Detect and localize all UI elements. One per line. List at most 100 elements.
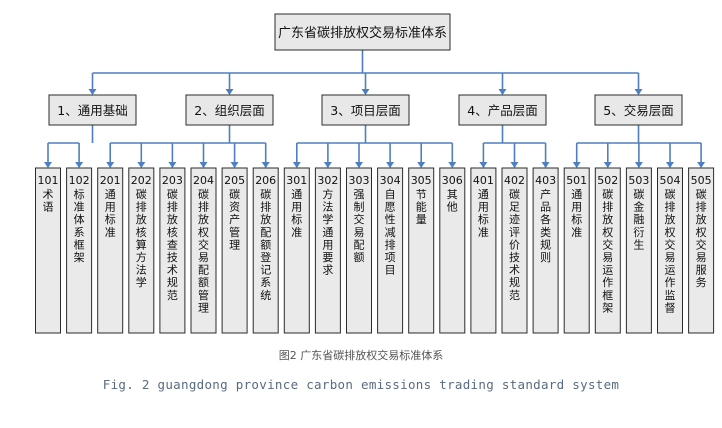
leaf-code: 301 [286,174,307,187]
leaf-arrow [634,162,643,168]
leaf-label: 节能量 [416,188,427,226]
leaf-label: 通用标准 [291,188,302,239]
leaf-label: 强制交易配额 [354,188,365,264]
leaf-arrow [572,162,581,168]
caption-english: Fig. 2 guangdong province carbon emissio… [102,377,620,392]
leaf-code: 101 [38,174,59,187]
leaf-code: 505 [691,174,712,187]
leaf-code: 205 [224,174,245,187]
leaf-code: 306 [442,174,463,187]
leaf-arrow [230,162,239,168]
leaf-arrow [323,162,332,168]
leaf-arrow [75,162,84,168]
leaf-label: 碳金融衍生 [633,187,644,251]
leaf-label: 标准体系框架 [74,187,85,264]
leaf-code: 502 [597,174,618,187]
leaf-arrow [510,162,519,168]
leaf-label: 碳排放核算方法学 [136,187,147,289]
leaf-arrow [292,162,301,168]
leaf-arrow [386,162,395,168]
leaf-arrow [417,162,426,168]
category-arrow [361,89,370,95]
category-arrow [225,89,234,95]
caption-chinese: 图2 广东省碳排放权交易标准体系 [278,349,444,362]
leaf-label: 产品各类规则 [540,187,551,264]
category-arrow [88,89,97,95]
leaf-code: 206 [255,174,276,187]
leaf-code: 504 [660,174,681,187]
leaf-label: 通用标准 [571,188,582,239]
leaf-label: 其他 [447,188,458,214]
leaf-label: 碳排放权交易运作框架 [602,187,613,314]
leaf-code: 402 [504,174,525,187]
leaf-code: 501 [566,174,587,187]
leaf-label: 通用标准 [478,188,489,239]
leaf-arrow [261,162,270,168]
root-label: 广东省碳排放权交易标准体系 [278,25,447,41]
leaf-arrow [541,162,550,168]
category-label: 1、通用基础 [57,103,127,118]
connector-lines [44,50,706,168]
leaf-code: 102 [69,174,90,187]
category-3: 3、项目层面 [321,94,410,126]
leaf-code: 403 [535,174,556,187]
category-label: 4、产品层面 [467,103,537,118]
leaf-label: 自愿性减排项目 [385,188,396,277]
category-5: 5、交易层面 [594,94,683,126]
category-1: 1、通用基础 [48,94,137,126]
leaf-code: 203 [162,174,183,187]
leaf-code: 204 [193,174,214,187]
leaf-arrow [106,162,115,168]
category-arrow [634,89,643,95]
leaf-label: 方法学通用要求 [322,187,333,277]
leaf-arrow [44,162,52,168]
leaf-arrow [355,162,363,168]
leaf-arrow [199,162,208,168]
leaf-code: 201 [100,174,121,187]
leaf-code: 302 [317,174,338,187]
category-2: 2、组织层面 [185,94,274,126]
category-4: 4、产品层面 [458,94,547,126]
leaf-code: 503 [628,174,649,187]
category-label: 3、项目层面 [330,103,400,118]
leaf-arrow [479,162,488,168]
leaf-code: 304 [380,174,401,187]
leaf-code: 305 [411,174,432,187]
root-node: 广东省碳排放权交易标准体系 [274,13,451,51]
leaf-label: 术语 [43,188,54,214]
leaf-arrow [603,162,612,168]
standard-system-diagram: 广东省碳排放权交易标准体系 1、通用基础 2、组织层面 3、项目层面 4、产品层面 5、… [35,13,715,334]
category-label: 2、组织层面 [194,103,264,118]
leaf-arrow [697,162,706,168]
leaf-label: 碳排放权交易服务 [696,187,707,289]
leaf-arrow [448,162,457,168]
leaf-arrow [168,162,177,168]
leaf-label: 碳排放核查技术规范 [167,187,178,302]
leaf-arrow [137,162,146,168]
leaf-code: 303 [349,174,370,187]
category-nodes: 1、通用基础 2、组织层面 3、项目层面 4、产品层面 5、交易层面 [48,94,683,126]
leaf-label: 碳足迹评价技术规范 [509,187,520,302]
leaf-code: 202 [131,174,152,187]
